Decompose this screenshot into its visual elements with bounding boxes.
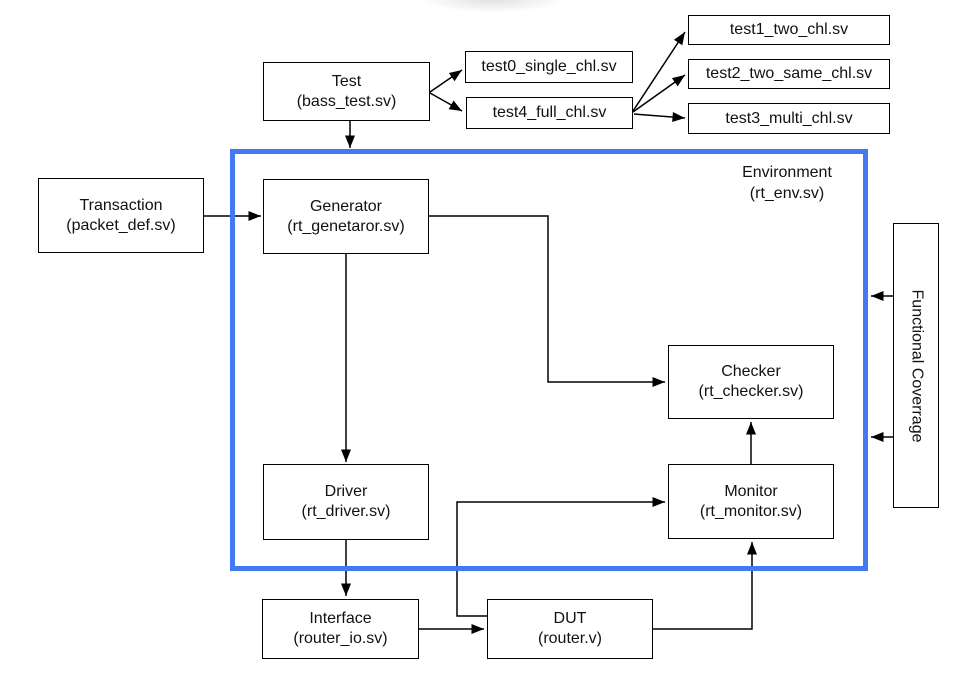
test4-label: test4_full_chl.sv	[492, 104, 607, 121]
monitor-subtitle: (rt_monitor.sv)	[699, 502, 803, 520]
transaction-box: Transaction (packet_def.sv)	[38, 178, 204, 253]
interface-title: Interface	[309, 610, 372, 627]
test-title: Test	[331, 72, 362, 90]
test0-label: test0_single_chl.sv	[481, 58, 617, 75]
test1-box: test1_two_chl.sv	[688, 15, 890, 45]
environment-box	[230, 149, 868, 571]
arrow-dut-to-monitor-left	[456, 497, 665, 617]
checker-subtitle: (rt_checker.sv)	[698, 383, 804, 400]
driver-subtitle: (rt_driver.sv)	[301, 503, 391, 520]
functional-coverage-box: Functional Coverrage	[893, 223, 939, 508]
generator-title: Generator	[309, 197, 383, 215]
checker-title: Checker	[721, 363, 781, 380]
test-box: Test (bass_test.sv)	[263, 62, 430, 121]
generator-box: Generator (rt_genetaror.sv)	[263, 179, 429, 254]
test3-label: test3_multi_chl.sv	[725, 109, 853, 127]
test2-label: test2_two_same_chl.sv	[705, 65, 873, 82]
generator-subtitle: (rt_genetaror.sv)	[287, 217, 405, 235]
test1-label: test1_two_chl.sv	[729, 21, 849, 38]
test2-box: test2_two_same_chl.sv	[688, 59, 890, 89]
arrow-test-to-test4	[429, 92, 463, 112]
test3-box: test3_multi_chl.sv	[688, 103, 890, 134]
test4-box: test4_full_chl.sv	[466, 97, 633, 129]
driver-title: Driver	[324, 483, 368, 500]
monitor-title: Monitor	[724, 482, 778, 500]
arrow-dut-to-monitor-bottom	[653, 542, 757, 630]
dut-title: DUT	[553, 610, 587, 627]
functional-coverage-label: Functional Coverrage	[908, 289, 925, 442]
interface-box: Interface (router_io.sv)	[262, 599, 419, 659]
test0-box: test0_single_chl.sv	[465, 51, 633, 83]
arrow-test4-to-test3	[633, 112, 686, 123]
driver-box: Driver (rt_driver.sv)	[263, 464, 429, 540]
arrow-test-to-test0	[429, 69, 463, 93]
transaction-subtitle: (packet_def.sv)	[66, 216, 176, 234]
checker-box: Checker (rt_checker.sv)	[668, 345, 834, 419]
dut-box: DUT (router.v)	[487, 599, 653, 659]
dut-subtitle: (router.v)	[537, 630, 602, 647]
transaction-title: Transaction	[79, 196, 163, 214]
monitor-box: Monitor (rt_monitor.sv)	[668, 464, 834, 539]
environment-subtitle: (rt_env.sv)	[749, 185, 825, 202]
arrow-generator-to-checker	[429, 215, 665, 387]
arrow-test4-to-test1	[632, 31, 686, 112]
interface-subtitle: (router_io.sv)	[293, 630, 388, 647]
environment-title: Environment	[742, 164, 832, 181]
arrow-test4-to-test2	[632, 74, 686, 113]
environment-label: Environment (rt_env.sv)	[700, 162, 874, 204]
test-subtitle: (bass_test.sv)	[296, 92, 397, 110]
